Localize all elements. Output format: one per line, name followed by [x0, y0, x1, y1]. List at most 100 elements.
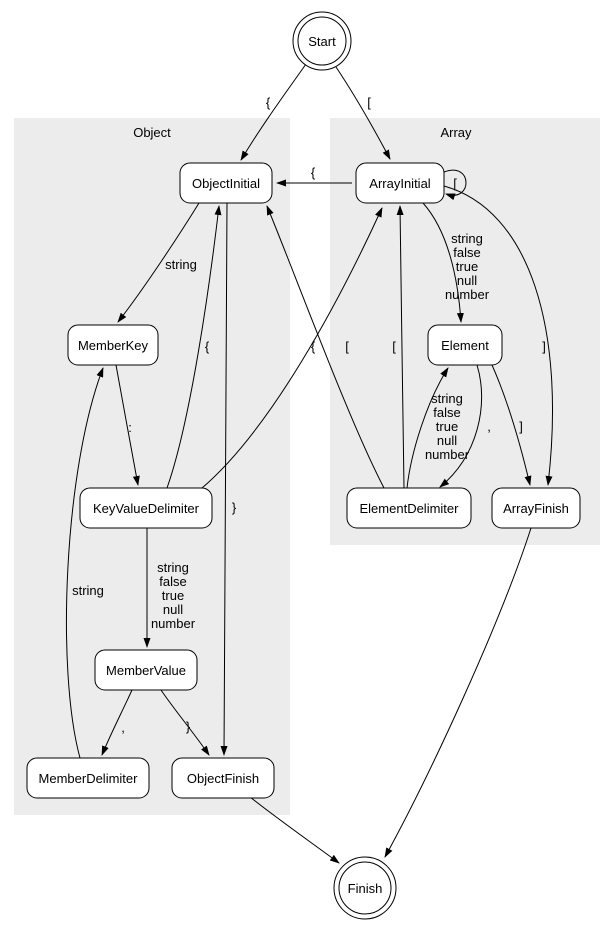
edge-start-objectinitial-line	[240, 63, 307, 161]
edge-element-elementdelimiter-line	[439, 364, 483, 488]
edge-arrayfinish-finish-line	[384, 527, 532, 858]
node-element: Element	[427, 324, 503, 366]
edge-arrayinitial-element-line	[422, 202, 464, 323]
edge-memberdelimiter-memberkey: string	[65, 367, 104, 759]
node-elementdelimiter-shape	[346, 487, 472, 529]
edge-arrayfinish-finish	[384, 527, 532, 858]
edge-objectinitial-objectfinish-line	[220, 202, 228, 756]
edge-arrayinitial-objectinitial-label: {	[311, 165, 316, 180]
node-memberkey-shape	[67, 324, 159, 366]
cluster-object-background	[14, 118, 290, 815]
edge-elementdelimiter-objectinitial-line	[266, 205, 385, 489]
node-membervalue: MemberValue	[94, 649, 198, 691]
edge-start-arrayinitial-line	[335, 66, 391, 160]
edge-keyvaluedelimiter-objectinitial: {	[166, 205, 222, 489]
edge-elementdelimiter-arrayinitial: [	[392, 205, 405, 489]
edge-elementdelimiter-objectinitial: {	[266, 205, 385, 489]
edge-elementdelimiter-arrayinitial-line	[396, 205, 405, 489]
node-arrayfinish-shape	[491, 487, 581, 529]
edge-keyvaluedelimiter-objectinitial-line	[166, 205, 222, 489]
cluster-object-label: Object	[133, 125, 171, 140]
node-elementdelimiter: ElementDelimiter	[346, 487, 472, 529]
node-element-label: Element	[441, 338, 489, 353]
edge-objectinitial-memberkey-label: string	[165, 257, 197, 272]
edge-membervalue-memberdelimiter: ,	[101, 689, 133, 756]
edge-arrayinitial-self-loop-label: [	[453, 176, 457, 191]
edge-objectfinish-finish	[249, 796, 340, 864]
edge-memberdelimiter-memberkey-label: string	[72, 583, 104, 598]
node-memberdelimiter-label: MemberDelimiter	[39, 771, 139, 786]
edge-arrayinitial-self-loop-line	[443, 169, 467, 201]
edge-memberkey-keyvaluedelimiter-line	[115, 364, 140, 486]
node-finish: Finish	[333, 856, 397, 920]
node-objectfinish-label: ObjectFinish	[187, 771, 259, 786]
node-arrayinitial-label: ArrayInitial	[369, 176, 431, 191]
edge-start-objectinitial: {	[240, 63, 307, 161]
edge-keyvaluedelimiter-arrayinitial-line	[201, 207, 383, 489]
node-element-shape	[427, 324, 503, 366]
node-objectinitial-shape	[179, 162, 273, 204]
node-membervalue-label: MemberValue	[106, 663, 186, 678]
node-start-inner-circle	[297, 16, 347, 66]
node-memberdelimiter: MemberDelimiter	[26, 757, 150, 799]
edge-element-arrayfinish-line	[491, 364, 532, 486]
cluster-object: Object	[14, 118, 290, 815]
edge-objectinitial-objectfinish-label: }	[232, 500, 237, 515]
edge-arrayinitial-objectinitial: {	[276, 165, 352, 187]
edge-elementdelimiter-objectinitial-label: {	[311, 339, 316, 354]
edge-objectfinish-finish-line	[249, 796, 340, 864]
edge-keyvaluedelimiter-objectinitial-label: {	[205, 339, 210, 354]
edge-membervalue-objectfinish-label: }	[186, 719, 191, 734]
edge-start-objectinitial-label: {	[266, 95, 271, 110]
node-membervalue-shape	[94, 649, 198, 691]
edge-membervalue-objectfinish: }	[160, 689, 210, 756]
node-keyvaluedelimiter-shape	[79, 487, 213, 529]
edge-elementdelimiter-arrayinitial-label: [	[392, 339, 396, 354]
edge-element-arrayfinish: ]	[491, 364, 532, 486]
node-elementdelimiter-label: ElementDelimiter	[360, 501, 460, 516]
edge-objectinitial-objectfinish: }	[220, 202, 237, 756]
node-memberkey: MemberKey	[67, 324, 159, 366]
edge-element-elementdelimiter: ,	[439, 364, 491, 488]
node-objectfinish-shape	[171, 757, 275, 799]
edge-objectinitial-memberkey-line	[117, 202, 200, 323]
node-finish-inner-circle	[338, 861, 392, 915]
node-objectfinish: ObjectFinish	[171, 757, 275, 799]
node-arrayinitial-shape	[355, 162, 445, 204]
edge-arrayinitial-arrayfinish: ]	[443, 185, 553, 486]
node-keyvaluedelimiter: KeyValueDelimiter	[79, 487, 213, 529]
node-memberdelimiter-shape	[26, 757, 150, 799]
edge-membervalue-objectfinish-line	[160, 689, 210, 756]
node-arrayinitial: ArrayInitial	[355, 162, 445, 204]
edge-objectinitial-memberkey: string	[117, 202, 200, 323]
node-keyvaluedelimiter-label: KeyValueDelimiter	[93, 501, 200, 516]
edge-memberkey-keyvaluedelimiter: :	[115, 364, 140, 486]
node-start: Start	[292, 11, 352, 71]
node-finish-label: Finish	[348, 881, 383, 896]
node-arrayfinish: ArrayFinish	[491, 487, 581, 529]
edge-element-arrayfinish-label: ]	[519, 419, 523, 434]
edge-arrayinitial-arrayfinish-line	[443, 185, 553, 486]
cluster-array-label: Array	[440, 125, 472, 140]
edge-elementdelimiter-element-line	[406, 367, 449, 489]
node-memberkey-label: MemberKey	[78, 338, 149, 353]
edge-keyvaluedelimiter-arrayinitial-label: [	[345, 339, 349, 354]
edge-memberkey-keyvaluedelimiter-label: :	[128, 420, 132, 435]
edge-start-arrayinitial: [	[335, 66, 391, 160]
node-arrayfinish-label: ArrayFinish	[503, 501, 569, 516]
node-start-label: Start	[308, 34, 336, 49]
edge-memberdelimiter-memberkey-line	[65, 367, 104, 759]
edge-element-elementdelimiter-label: ,	[487, 419, 491, 434]
edge-start-arrayinitial-label: [	[367, 95, 371, 110]
edge-membervalue-memberdelimiter-line	[101, 689, 133, 756]
edge-arrayinitial-self-loop: [	[443, 169, 467, 201]
edge-keyvaluedelimiter-arrayinitial: [	[201, 207, 383, 489]
edge-arrayinitial-arrayfinish-label: ]	[542, 339, 546, 354]
node-objectinitial-label: ObjectInitial	[192, 176, 260, 191]
